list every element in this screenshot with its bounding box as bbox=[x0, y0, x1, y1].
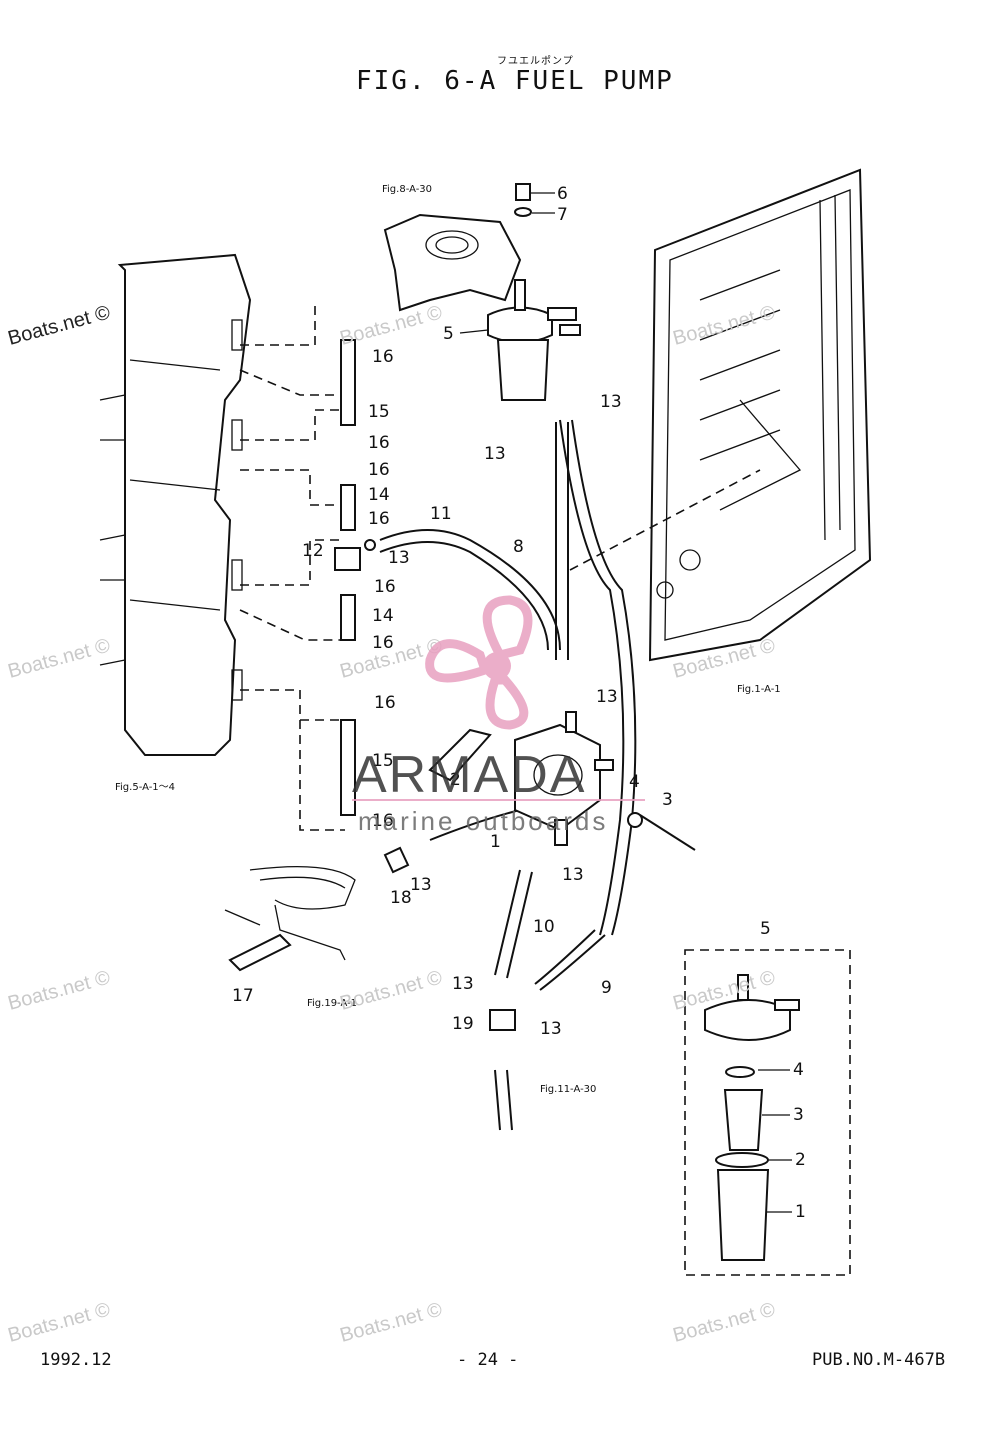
part-4-washer bbox=[627, 812, 643, 828]
callout-14-b: 14 bbox=[372, 606, 394, 626]
callout-13-19b: 13 bbox=[540, 1019, 562, 1039]
callout-13-top: 13 bbox=[600, 392, 622, 412]
callout-16-a: 16 bbox=[372, 347, 394, 367]
callout-labels: 6 7 5 13 13 16 15 16 16 14 16 12 13 11 8… bbox=[232, 184, 806, 1222]
callout-19: 19 bbox=[452, 1014, 474, 1034]
callout-10: 10 bbox=[533, 917, 555, 937]
callout-11: 11 bbox=[430, 504, 452, 524]
ref-fig-5-a-1-4: Fig.5-A-1～4 bbox=[115, 782, 175, 793]
callout-14-a: 14 bbox=[368, 485, 390, 505]
watermark-boats-net: Boats.net © bbox=[671, 1298, 778, 1346]
part-6-nut bbox=[515, 183, 531, 201]
part-17-plug bbox=[228, 933, 292, 972]
inset-callout-4: 4 bbox=[793, 1060, 804, 1080]
part-3-bolt bbox=[639, 814, 696, 851]
watermark-boats-net: Boats.net © bbox=[671, 634, 778, 682]
callout-16-e: 16 bbox=[374, 577, 396, 597]
part-19-tee bbox=[489, 1009, 516, 1031]
watermark-boats-net: Boats.net © bbox=[671, 301, 778, 349]
part-7-washer bbox=[514, 207, 532, 217]
part-1-fuel-pump bbox=[514, 711, 614, 846]
ref-fig-8-a-30: Fig.8-A-30 bbox=[382, 184, 432, 195]
figure-title: FIG. 6-A FUEL PUMP bbox=[356, 66, 674, 96]
watermark-boats-net: Boats.net © bbox=[6, 634, 113, 682]
strainer-bracket-drawing bbox=[383, 213, 522, 312]
callout-12: 12 bbox=[302, 541, 324, 561]
intake-manifold-drawing bbox=[99, 253, 252, 756]
callout-2: 2 bbox=[450, 770, 461, 790]
callout-8: 8 bbox=[513, 537, 524, 557]
ref-fig-11-a-30: Fig.11-A-30 bbox=[540, 1084, 596, 1095]
callout-6: 6 bbox=[557, 184, 568, 204]
brand-name: ARMADA bbox=[352, 746, 586, 804]
callout-18: 18 bbox=[390, 888, 412, 908]
propeller-logo-icon bbox=[425, 595, 533, 730]
callout-3: 3 bbox=[662, 790, 673, 810]
vapor-tubes bbox=[334, 339, 376, 816]
footer-date: 1992.12 bbox=[40, 1350, 112, 1370]
callout-5: 5 bbox=[443, 324, 454, 344]
callout-1: 1 bbox=[490, 832, 501, 852]
callout-13-pump: 13 bbox=[596, 687, 618, 707]
ref-fig-19-a-1: Fig.19-A-1 bbox=[307, 998, 357, 1009]
callout-16-c: 16 bbox=[368, 460, 390, 480]
watermark-boats-net: Boats.net © bbox=[6, 966, 113, 1014]
japanese-subtitle: フユエルポンプ bbox=[497, 56, 574, 67]
callout-15-a: 15 bbox=[368, 402, 390, 422]
footer-publication-number: PUB.NO.M-467B bbox=[812, 1350, 946, 1370]
callout-9: 9 bbox=[601, 978, 612, 998]
part-5-fuel-strainer bbox=[459, 279, 581, 401]
watermark-boats-net: Boats.net © bbox=[338, 966, 445, 1014]
ref-fig-1-a-1: Fig.1-A-1 bbox=[737, 684, 781, 695]
inset-callout-1: 1 bbox=[795, 1202, 806, 1222]
strainer-inset-box bbox=[684, 949, 851, 1276]
callout-13-18: 13 bbox=[410, 875, 432, 895]
callout-16-g: 16 bbox=[374, 693, 396, 713]
inset-callout-3: 3 bbox=[793, 1105, 804, 1125]
armada-logo: ARMADA marine outboards bbox=[352, 595, 645, 836]
inset-callout-2: 2 bbox=[795, 1150, 806, 1170]
callout-15-b: 15 bbox=[372, 751, 394, 771]
fuel-hoses bbox=[379, 419, 637, 1131]
callout-4: 4 bbox=[629, 772, 640, 792]
inset-strainer-parts bbox=[704, 974, 800, 1261]
callout-7: 7 bbox=[557, 205, 568, 225]
watermark-boats-net: Boats.net © bbox=[6, 1298, 113, 1346]
callout-13-19a: 13 bbox=[452, 974, 474, 994]
callout-16-f: 16 bbox=[372, 633, 394, 653]
inset-callout-5: 5 bbox=[760, 919, 771, 939]
callout-17: 17 bbox=[232, 986, 254, 1006]
part-2-gasket bbox=[428, 728, 492, 782]
engine-block-drawing bbox=[648, 168, 872, 662]
lower-case-drawing bbox=[224, 866, 356, 961]
watermark-boats-net: Boats.net © bbox=[338, 301, 445, 349]
callout-16-b: 16 bbox=[368, 433, 390, 453]
watermark-boats-net: Boats.net © bbox=[6, 301, 113, 349]
footer-page-number: - 24 - bbox=[457, 1350, 519, 1370]
callout-13-left: 13 bbox=[484, 444, 506, 464]
part-18-nipple bbox=[383, 846, 410, 874]
callout-13-low: 13 bbox=[562, 865, 584, 885]
watermark-boats-net: Boats.net © bbox=[338, 1298, 445, 1346]
callout-16-d: 16 bbox=[368, 509, 390, 529]
callout-16-h: 16 bbox=[372, 811, 394, 831]
brand-tagline: marine outboards bbox=[358, 806, 608, 836]
callout-13-mid: 13 bbox=[388, 548, 410, 568]
